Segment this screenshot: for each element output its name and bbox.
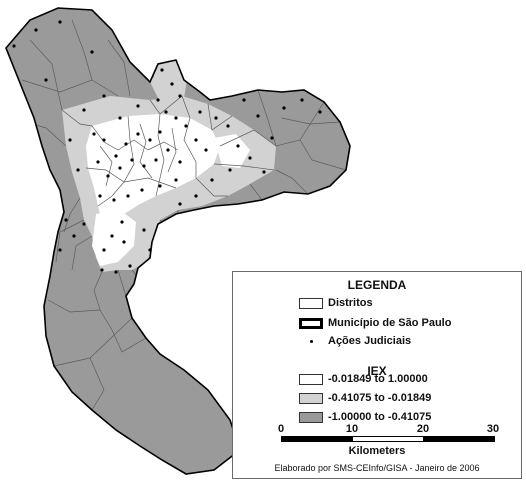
scale-bar bbox=[281, 436, 495, 442]
class-1-swatch bbox=[299, 373, 323, 385]
iex-title: IEX bbox=[367, 364, 387, 378]
distritos-swatch bbox=[299, 297, 323, 309]
legend-item-label: Município de São Paulo bbox=[328, 317, 452, 329]
scale-segment bbox=[282, 437, 353, 441]
legend-item-acoes: Ações Judiciais bbox=[299, 334, 411, 348]
scale-segment bbox=[423, 437, 495, 441]
legend-class-2: -0.41075 to -0.01849 bbox=[299, 391, 431, 405]
iex-class-1-zone bbox=[86, 114, 220, 226]
class-3-swatch bbox=[299, 411, 323, 423]
scale-tick-10: 10 bbox=[345, 423, 359, 435]
acoes-judiciais-points bbox=[12, 20, 322, 274]
legend-class-3: -1.00000 to -0.41075 bbox=[299, 410, 431, 424]
legend-class-1: -0.01849 to 1.00000 bbox=[299, 372, 428, 386]
class-label: -0.01849 to 1.00000 bbox=[328, 373, 428, 385]
legend-item-municipio: Município de São Paulo bbox=[299, 316, 451, 330]
class-label: -1.00000 to -0.41075 bbox=[328, 411, 432, 423]
class-2-swatch bbox=[299, 392, 323, 404]
iex-class-1-south bbox=[92, 210, 136, 266]
municipio-swatch bbox=[299, 317, 323, 329]
class-label: -0.41075 to -0.01849 bbox=[328, 392, 432, 404]
scale-segment bbox=[352, 437, 424, 441]
legend-item-label: Distritos bbox=[328, 297, 373, 309]
legend-item-label: Ações Judiciais bbox=[328, 335, 412, 347]
scale-tick-30: 30 bbox=[486, 423, 500, 435]
legend-item-distritos: Distritos bbox=[299, 296, 373, 310]
iex-class-2-north bbox=[150, 60, 188, 102]
map-credit: Elaborado por SMS-CEInfo/GISA - Janeiro … bbox=[274, 463, 480, 473]
scale-tick-20: 20 bbox=[416, 423, 430, 435]
legend-title: LEGENDA bbox=[347, 278, 407, 292]
map-legend: LEGENDA Distritos Município de São Paulo… bbox=[232, 271, 522, 479]
scale-units: Kilometers bbox=[348, 445, 406, 457]
scale-tick-0: 0 bbox=[277, 423, 285, 435]
dot-icon bbox=[299, 336, 323, 347]
